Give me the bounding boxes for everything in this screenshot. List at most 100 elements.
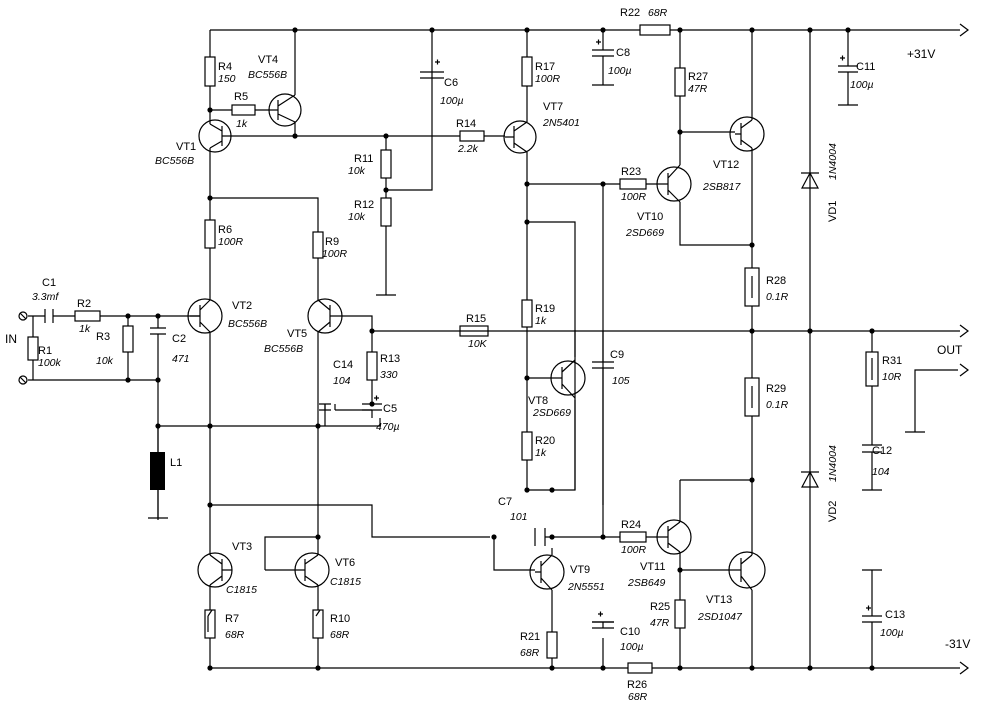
- output-label: OUT: [937, 343, 963, 357]
- vt3-symbol: [197, 552, 233, 588]
- vt12-part: 2SB817: [702, 181, 742, 193]
- r15-body: [459, 325, 489, 337]
- vt6-part: C1815: [330, 576, 361, 588]
- r19-body: [521, 299, 533, 328]
- r3-body: [122, 325, 134, 353]
- vt11-part: 2SB649: [627, 577, 666, 589]
- vt12-ref: VT12: [713, 159, 739, 171]
- vt7-ref: VT7: [543, 101, 563, 113]
- vt12-symbol: [729, 116, 765, 152]
- r4-ref: R4: [218, 61, 232, 73]
- c6-ref: C6: [444, 77, 458, 89]
- r25-ref: R25: [650, 601, 670, 613]
- vt5-ref: VT5: [287, 328, 307, 340]
- r1-body: [27, 336, 39, 361]
- vt1-symbol: [198, 119, 232, 153]
- r21-value: 68R: [520, 647, 540, 659]
- c5-ref: C5: [383, 403, 397, 415]
- vd1-body: [801, 171, 819, 189]
- r26-ref: R26: [627, 679, 647, 691]
- r24-value: 100R: [621, 544, 647, 556]
- vt2-symbol: [187, 298, 223, 334]
- r13-body: [366, 351, 378, 381]
- r24-body: [619, 531, 647, 543]
- vt4-part: BC556B: [248, 69, 287, 81]
- r17-ref: R17: [535, 61, 555, 73]
- vt7-symbol: [503, 120, 537, 154]
- vt8-symbol: [550, 359, 586, 399]
- r6-body: [204, 219, 216, 249]
- r26-value: 68R: [628, 691, 648, 703]
- r19-value: 1k: [535, 315, 547, 327]
- c14-value: 104: [333, 375, 351, 387]
- input-terminal-signal[interactable]: [18, 311, 28, 321]
- c2-ref: C2: [172, 333, 186, 345]
- l1-body: [150, 452, 165, 490]
- c10-value: 100µ: [620, 641, 644, 653]
- r12-value: 10k: [348, 211, 366, 223]
- c13-ref: C13: [885, 609, 905, 621]
- r22-body: [639, 24, 671, 36]
- vt3-part: C1815: [226, 584, 257, 596]
- r3-value: 10k: [96, 355, 114, 367]
- vt9-symbol: [529, 554, 565, 591]
- vt1-part: BC556B: [155, 155, 194, 167]
- c9-ref: C9: [610, 349, 624, 361]
- r23-value: 100R: [621, 191, 647, 203]
- r14-body: [459, 130, 485, 142]
- wiring: [28, 29, 960, 669]
- r22-value: 68R: [648, 7, 668, 19]
- r9-value: 100R: [322, 248, 348, 260]
- vt2-ref: VT2: [232, 300, 252, 312]
- c12-value: 104: [872, 466, 890, 478]
- r23-ref: R23: [621, 166, 641, 178]
- r11-body: [380, 149, 392, 179]
- r9-body: [312, 231, 324, 259]
- r10-ref: R10: [330, 613, 350, 625]
- vt3-ref: VT3: [232, 541, 252, 553]
- vt6-symbol: [265, 552, 330, 588]
- terminals: [18, 23, 969, 675]
- r20-ref: R20: [535, 435, 555, 447]
- r17-body: [521, 56, 533, 87]
- r25-value: 47R: [650, 617, 670, 629]
- r2-body: [74, 310, 101, 322]
- vd2-part: 1N4004: [827, 445, 839, 482]
- r14-value: 2.2k: [457, 143, 479, 155]
- r29-body: [744, 377, 760, 417]
- r31-ref: R31: [882, 355, 902, 367]
- r13-value: 330: [380, 369, 398, 381]
- vt9-part: 2N5551: [567, 581, 605, 593]
- vt10-ref: VT10: [637, 211, 663, 223]
- vt1-ref: VT1: [176, 141, 196, 153]
- r13-ref: R13: [380, 353, 400, 365]
- r29-value: 0.1R: [766, 399, 789, 411]
- junction-dots: [125, 27, 875, 671]
- c1-value: 3.3mf: [32, 291, 59, 303]
- r27-ref: R27: [688, 71, 708, 83]
- r2-ref: R2: [77, 298, 91, 310]
- c2-value: 471: [172, 353, 190, 365]
- c7-ref: C7: [498, 496, 512, 508]
- input-label: IN: [5, 332, 17, 346]
- vt10-symbol: [656, 164, 692, 203]
- vt11-ref: VT11: [640, 561, 665, 573]
- vt5-symbol: [307, 298, 343, 334]
- r15-ref: R15: [466, 313, 486, 325]
- vt8-part: 2SD669: [532, 407, 571, 419]
- c14-ref: C14: [333, 359, 353, 371]
- vd2-ref: VD2: [827, 501, 839, 522]
- r22-ref: R22: [620, 7, 640, 19]
- r26-body: [627, 662, 653, 674]
- input-terminal-ground[interactable]: [18, 375, 28, 385]
- r6-value: 100R: [218, 236, 244, 248]
- r4-value: 150: [218, 73, 236, 85]
- rail-negative-label: -31V: [945, 637, 970, 651]
- r12-body: [380, 197, 392, 227]
- rail-positive-label: +31V: [907, 47, 935, 61]
- c11-ref: C11: [856, 61, 875, 73]
- r27-value: 47R: [688, 83, 708, 95]
- r5-ref: R5: [234, 91, 248, 103]
- vt7-part: 2N5401: [542, 117, 580, 129]
